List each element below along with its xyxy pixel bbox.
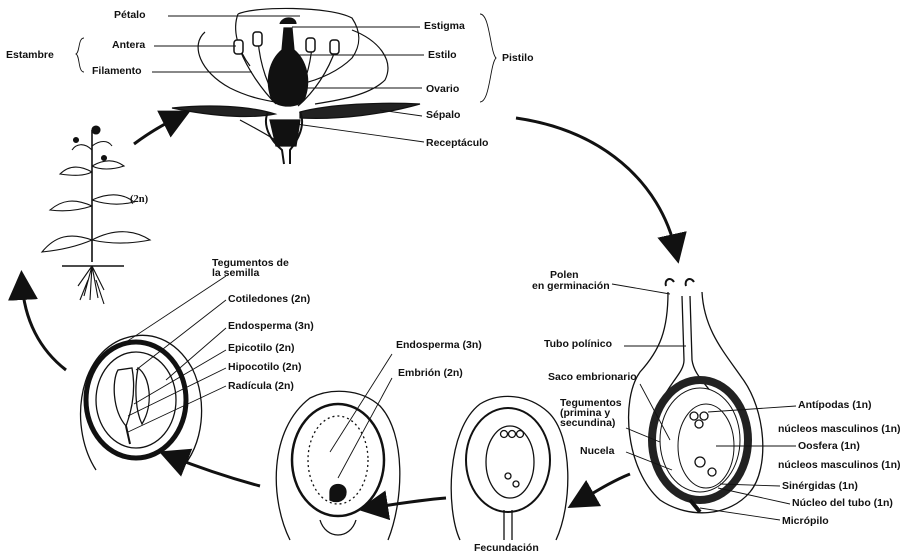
cycle-arrows (22, 116, 676, 508)
mature-seed-illustration (81, 335, 202, 470)
label-tegumentos-semilla-2: la semilla (212, 268, 259, 279)
label-receptaculo: Receptáculo (426, 138, 488, 149)
label-tegumentos-line3: secundina) (560, 418, 615, 429)
label-embrion: Embrión (2n) (398, 368, 463, 379)
label-ovario: Ovario (426, 84, 459, 95)
label-sepalo: Sépalo (426, 110, 460, 121)
label-saco-embrionario: Saco embrionario (548, 372, 637, 383)
label-cotiledones: Cotiledones (2n) (228, 294, 310, 305)
label-nucleos-masculinos-1: núcleos masculinos (1n) (778, 424, 901, 435)
label-estambre: Estambre (6, 50, 54, 61)
label-radicula: Radícula (2n) (228, 381, 294, 392)
fertilized-ovule-illustration (451, 396, 568, 540)
seed-leaders (120, 276, 226, 432)
label-nucleos-masculinos-2: núcleos masculinos (1n) (778, 460, 901, 471)
label-petalo: Pétalo (114, 10, 146, 21)
label-endosperma-seed: Endosperma (3n) (228, 321, 314, 332)
flower-illustration (172, 8, 420, 164)
label-polen-line2: en germinación (532, 281, 610, 292)
label-pistilo: Pistilo (502, 53, 534, 64)
label-plant-ploidy: (2n) (130, 194, 148, 205)
label-hipocotilo: Hipocotilo (2n) (228, 362, 302, 373)
label-filamento: Filamento (92, 66, 142, 77)
label-epicotilo: Epicotilo (2n) (228, 343, 295, 354)
label-endosperma-developing: Endosperma (3n) (396, 340, 482, 351)
label-estilo: Estilo (428, 50, 457, 61)
label-micropilo: Micrópilo (782, 516, 829, 527)
label-antera: Antera (112, 40, 145, 51)
label-nucela: Nucela (580, 446, 614, 457)
label-sinergidas: Sinérgidas (1n) (782, 481, 858, 492)
ovule-illustration (629, 279, 763, 513)
label-fecundacion: Fecundación (474, 543, 539, 554)
label-oosfera: Oosfera (1n) (798, 441, 860, 452)
label-nucleo-del-tubo: Núcleo del tubo (1n) (792, 498, 893, 509)
label-estigma: Estigma (424, 21, 465, 32)
plant-illustration (42, 126, 150, 304)
developing-seed-illustration (276, 391, 400, 540)
label-tubo-polinico: Tubo polínico (544, 339, 612, 350)
label-antipodas: Antípodas (1n) (798, 400, 872, 411)
